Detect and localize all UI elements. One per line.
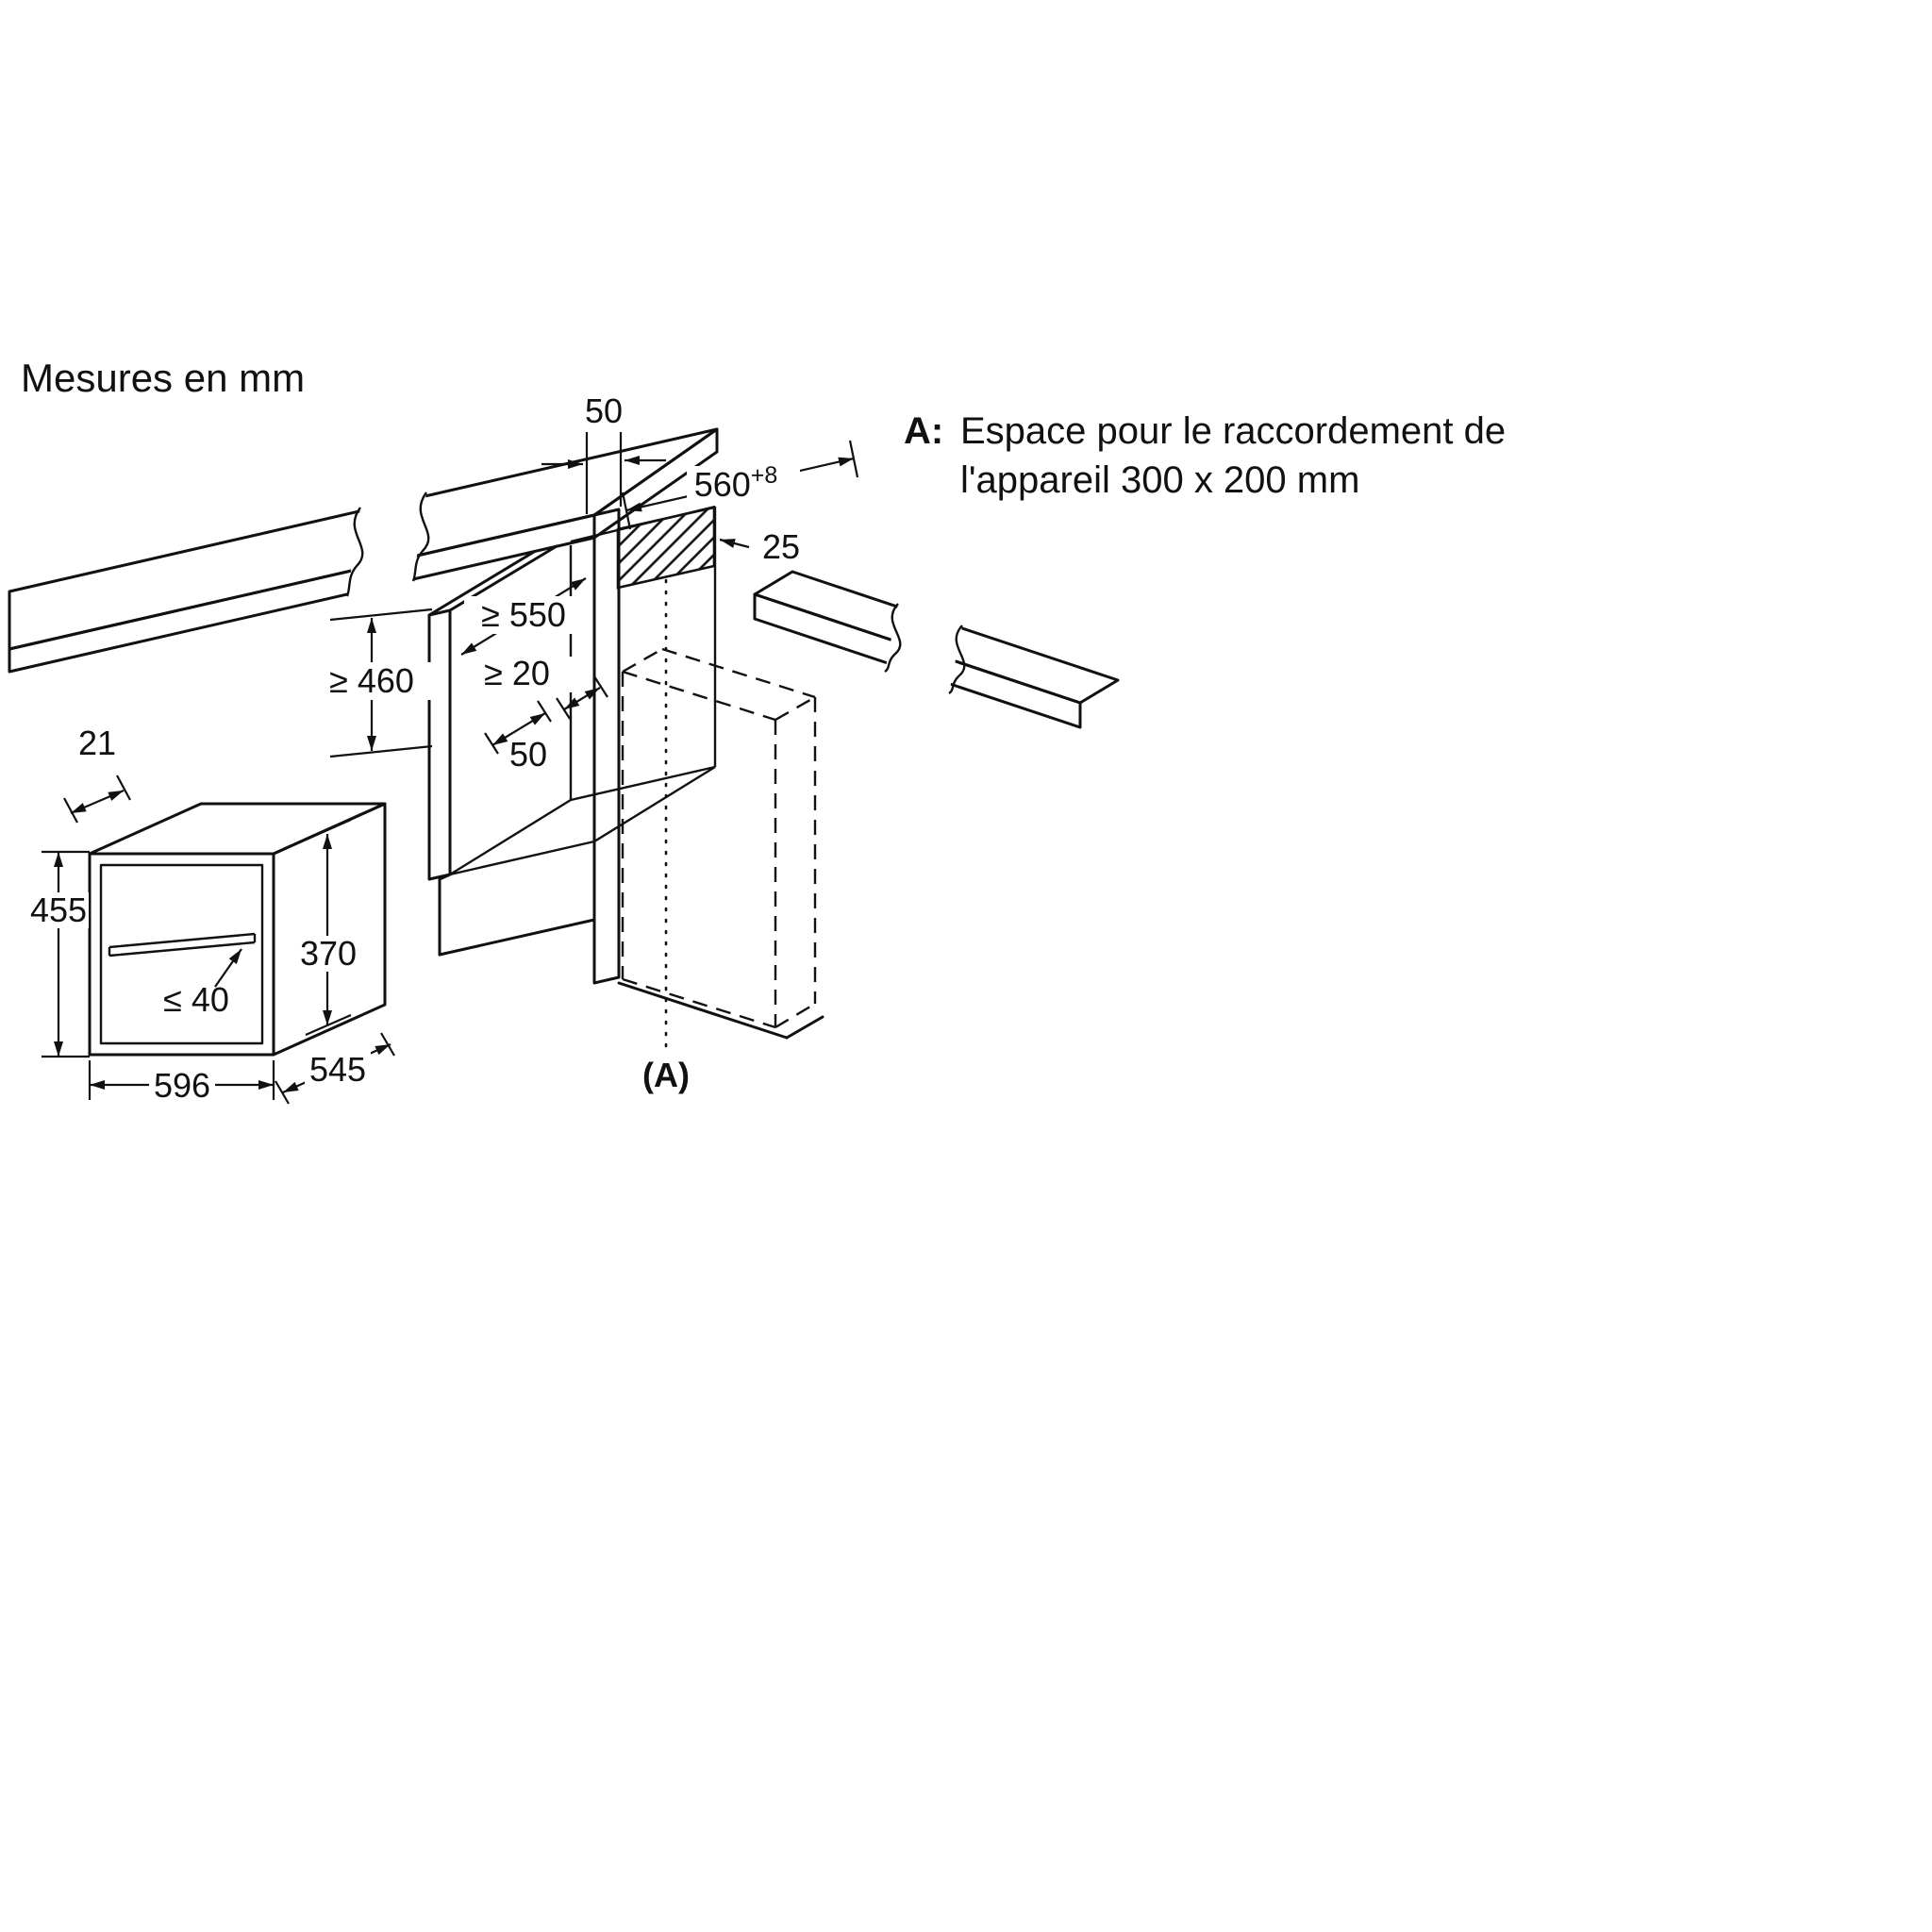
break-wave-left xyxy=(345,507,364,597)
niche-floor-left-edge xyxy=(449,798,572,876)
note-line1: Espace pour le raccordement de xyxy=(960,410,1506,452)
appliance-right-face xyxy=(272,802,387,1057)
dim-connection-offset-label: 25 xyxy=(762,527,800,566)
dim-rear-clearance: ≥ 20 xyxy=(460,654,608,720)
dim-niche-width-label: 560+8 xyxy=(694,462,778,504)
right-worktop-front xyxy=(753,592,1082,729)
dim-niche-depth: ≥ 550 xyxy=(460,577,587,656)
niche-floor-front-edge xyxy=(449,840,595,876)
left-worktop-break-mask xyxy=(347,492,426,596)
dim-connection-offset: 25 xyxy=(719,527,800,566)
dim-niche-height: ≥ 460 xyxy=(311,608,433,758)
appliance-door-handle xyxy=(108,932,257,958)
base-top-edge xyxy=(438,873,452,881)
dim-handle-clearance: ≤ 40 xyxy=(163,948,242,1019)
dim-appliance-width-label: 596 xyxy=(154,1066,210,1105)
niche-interior xyxy=(449,505,717,876)
connection-ref-label: (A) xyxy=(642,1056,690,1094)
niche-floor-right-edge xyxy=(593,765,716,843)
left-side-panel xyxy=(427,608,452,881)
appliance-top-face xyxy=(88,802,387,856)
niche-rear-wall-bottom-edge xyxy=(570,765,716,802)
page-title: Mesures en mm xyxy=(21,356,305,400)
note-key: A: xyxy=(904,410,943,452)
dim-rear-clearance-label: ≥ 20 xyxy=(484,654,550,692)
dim-appliance-body-height: 370 xyxy=(297,818,359,1037)
dim-appliance-height-label: 455 xyxy=(30,891,87,929)
dim-door-overhang: 21 xyxy=(63,724,131,824)
base-bottom-edge xyxy=(438,918,596,957)
right-worktop xyxy=(753,570,1120,729)
left-worktop xyxy=(8,427,719,674)
dim-niche-height-label: ≥ 460 xyxy=(329,661,414,700)
dim-worktop-gap: 50 xyxy=(541,391,666,514)
break-wave-right xyxy=(411,491,430,582)
right-worktop-break-mask xyxy=(885,604,962,693)
dim-appliance-height: 455 xyxy=(28,850,90,1058)
break-wave-left-2 xyxy=(884,603,902,673)
dim-handle-clearance-label: ≤ 40 xyxy=(163,980,229,1019)
dim-appliance-depth-label: 545 xyxy=(309,1050,366,1089)
dim-niche-width: 560+8 xyxy=(621,440,859,530)
adjacent-cabinet-hidden xyxy=(617,647,824,1040)
dim-appliance-body-height-label: 370 xyxy=(300,934,357,973)
note-line2: l'appareil 300 x 200 mm xyxy=(960,459,1359,501)
appliance-front-face xyxy=(88,852,275,1057)
plinth-front-edge xyxy=(617,981,789,1040)
left-worktop-front xyxy=(8,513,596,674)
appliance xyxy=(88,802,387,1057)
dim-worktop-gap-label: 50 xyxy=(585,391,623,430)
dim-bottom-front-clearance-label: 50 xyxy=(509,735,547,774)
dim-niche-depth-label: ≥ 550 xyxy=(481,595,566,634)
dim-door-overhang-label: 21 xyxy=(78,724,116,762)
break-wave-right-2 xyxy=(948,625,966,694)
dim-appliance-width: 596 xyxy=(88,1060,275,1105)
dim-bottom-front-clearance: 50 xyxy=(484,700,552,774)
dim-appliance-depth: 545 xyxy=(275,1032,395,1105)
connection-space-hatch xyxy=(616,506,716,590)
appliance-door-frame xyxy=(99,863,264,1045)
plinth-side-edge xyxy=(785,1015,824,1040)
connection-note: A: Espace pour le raccordement de l'appa… xyxy=(904,410,1506,501)
partition-panel xyxy=(592,508,621,985)
